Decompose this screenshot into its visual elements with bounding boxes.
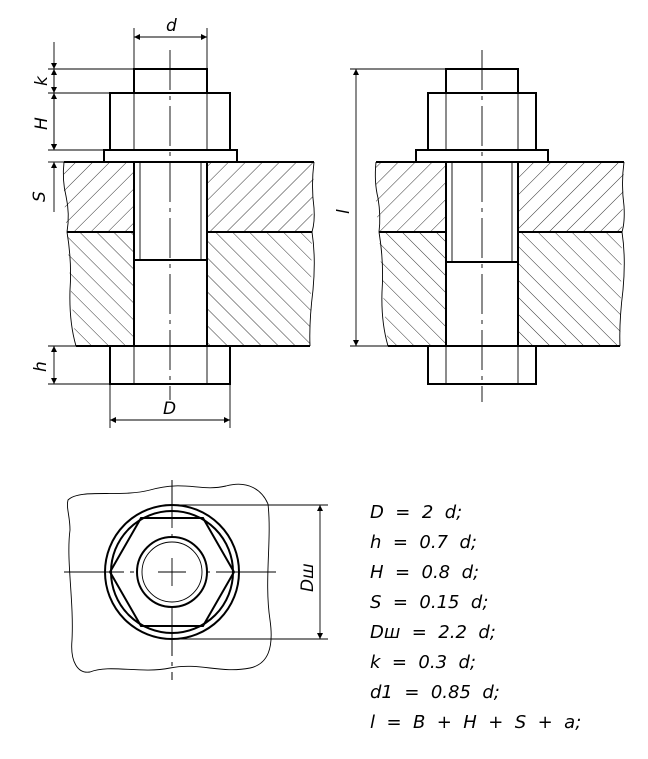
bolt-end-left [133,68,208,94]
formula-d1: d1 = 0.85 d; [370,682,500,703]
formula-h: h = 0.7 d; [370,532,477,553]
right-section-view [374,50,625,402]
bolt-shank-left [134,162,207,261]
formula-k: k = 0.3 d; [370,652,476,673]
bolt-shank-right [446,162,518,263]
formula-D: D = 2 d; [370,502,462,523]
formula-S: S = 0.15 d; [370,592,488,613]
dimension-d: d [133,16,208,69]
washer-left [103,149,238,163]
dimension-l-label: l [334,209,354,214]
dimension-D-label: D [163,399,176,419]
dimension-h: h [31,345,110,385]
plate-outline-top-view [67,483,272,673]
formula-Dw: Dш = 2.2 d; [370,622,496,643]
dimension-Dw-label: Dш [298,563,318,592]
left-section-view [62,50,315,400]
bolt-hole-left [134,162,207,346]
dimension-D: D [109,384,231,428]
formula-l: l = B + H + S + a; [370,712,581,733]
dimension-l: l [334,68,446,347]
dimension-Dw: Dш [172,504,328,640]
dimension-H-label: H [32,117,52,130]
dimension-d-label: d [166,16,177,36]
dimension-k-label: k [32,75,52,86]
bolt-thread-circle-top-view [141,541,203,603]
dimension-h-label: h [31,361,51,372]
top-view [64,480,280,680]
dimension-k-h-s: k H S [30,42,134,212]
formula-H: H = 0.8 d; [370,562,479,583]
dimension-S-label: S [30,191,50,202]
formula-list: D = 2 d; h = 0.7 d; H = 0.8 d; S = 0.15 … [370,502,581,733]
